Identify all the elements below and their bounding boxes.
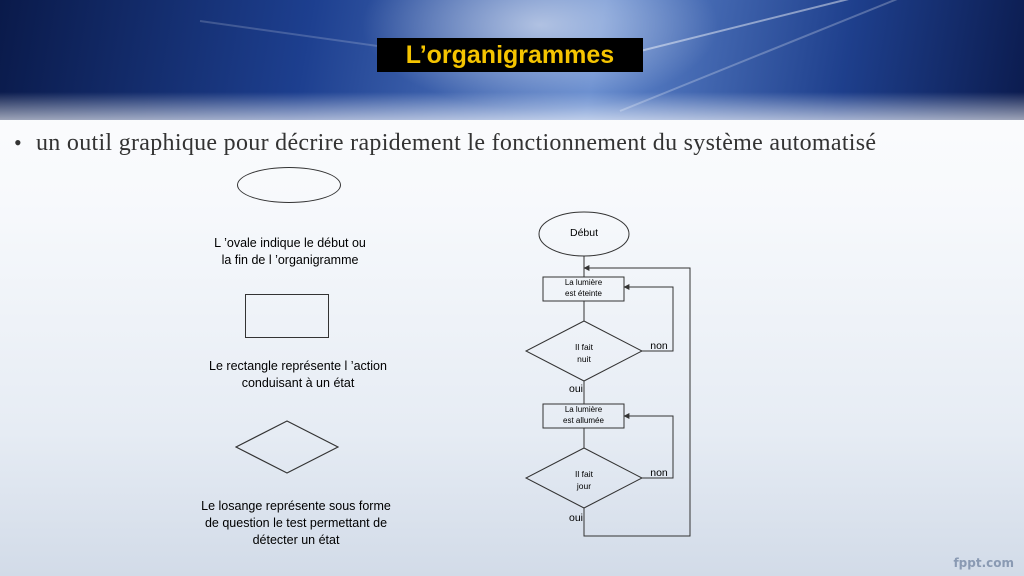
flow-test2-line: Il fait [575,469,593,479]
flow-test2-line: jour [576,481,592,491]
bullet-text: un outil graphique pour décrire rapideme… [36,130,877,156]
flow-test1-line: Il fait [575,342,593,352]
legend-oval-line: L ’ovale indique le début ou [214,236,366,250]
flow-no-label-2: non [650,467,668,479]
legend-diamond-line: détecter un état [252,533,340,547]
legend-diamond-label: Le losange représente sous forme de ques… [186,498,406,549]
legend-diamond-shape [235,420,339,474]
flow-action2-line: La lumière [564,405,603,414]
flow-action1-text: La lumière est éteinte [543,277,624,299]
legend-diamond-line: Le losange représente sous forme [201,499,391,513]
flow-start-text: Début [569,227,599,239]
legend-diamond-line: de question le test permettant de [204,516,388,530]
flow-action1-line: La lumière [564,278,603,287]
flow-test1-line: nuit [577,354,591,364]
flow-action2-text: La lumière est allumée [543,404,624,426]
flow-test1-text: Il fait nuit [554,341,614,365]
flow-no-label-1: non [650,340,668,352]
legend-oval-shape [237,167,341,203]
flow-action1-line: est éteinte [565,289,602,298]
legend-rectangle-line: Le rectangle représente l ’action [209,359,387,373]
legend-oval-line: la fin de l ’organigramme [221,253,359,267]
bullet-marker: • [14,130,22,155]
flow-yes-label-1: oui [568,383,583,395]
legend-oval-label: L ’ovale indique le début ou la fin de l… [190,235,390,269]
flow-loop-non1 [623,284,674,352]
legend-rectangle-shape [245,294,329,338]
flow-action2-line: est allumée [563,416,604,425]
legend-rectangle-line: conduisant à un état [241,376,355,390]
flow-loop-oui2 [583,265,691,537]
flow-loop-non2 [623,413,674,479]
flow-yes-label-2: oui [568,512,583,524]
flow-test2-text: Il fait jour [554,468,614,492]
slide-title: L’organigrammes [377,38,643,72]
legend-rectangle-label: Le rectangle représente l ’action condui… [188,358,408,392]
footer-logo: fppt.com [953,556,1014,570]
header-fade [0,92,1024,120]
